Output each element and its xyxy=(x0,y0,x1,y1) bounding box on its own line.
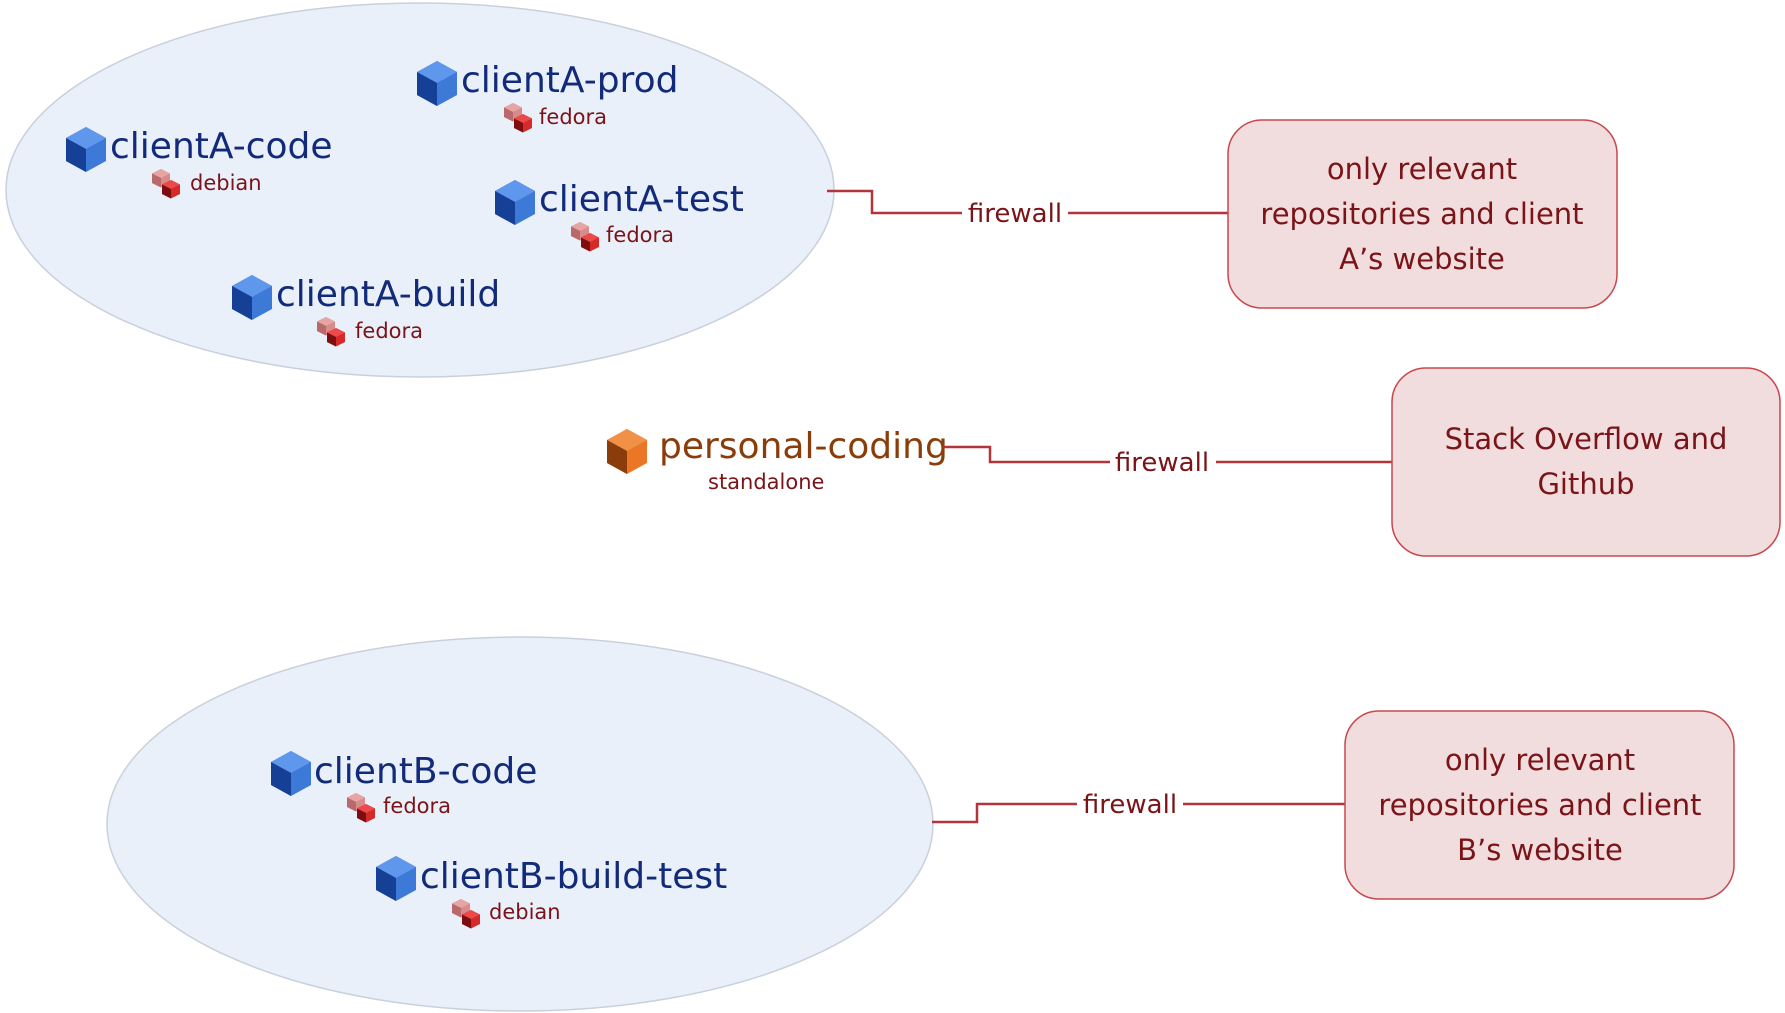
vm-template: fedora xyxy=(383,794,451,818)
firewall-connector-client-b: firewall xyxy=(932,788,1346,824)
vm-name: clientB-build-test xyxy=(420,856,727,897)
group-personal: personal-coding standalone firewall Stac… xyxy=(607,367,1781,557)
vm-name: clientA-test xyxy=(539,179,744,220)
firewall-label: firewall xyxy=(1083,790,1177,820)
standalone-cube-icon xyxy=(607,429,647,474)
network-text-line: repositories and client xyxy=(1378,788,1701,822)
network-text-line: B’s website xyxy=(1457,833,1623,867)
vm-clienta-code[interactable]: clientA-code debian xyxy=(66,126,333,199)
firewall-label: firewall xyxy=(1115,448,1209,478)
vm-template: standalone xyxy=(708,470,824,494)
vm-name: clientB-code xyxy=(314,751,537,792)
network-text-line: repositories and client xyxy=(1260,197,1583,231)
vm-name: clientA-build xyxy=(276,274,500,315)
vm-clientb-code[interactable]: clientB-code fedora xyxy=(271,751,537,823)
network-text-line: Stack Overflow and xyxy=(1445,422,1728,456)
vm-template: debian xyxy=(489,900,561,924)
network-text-line: Github xyxy=(1537,467,1634,501)
network-box-client-a: only relevant repositories and client A’… xyxy=(1227,119,1618,309)
group-client-b: clientB-code fedora clientB-build-test d… xyxy=(106,636,1735,1012)
vm-template: fedora xyxy=(606,223,674,247)
vm-clienta-test[interactable]: clientA-test fedora xyxy=(495,179,744,252)
vm-template: fedora xyxy=(355,319,423,343)
firewall-label: firewall xyxy=(968,199,1062,229)
firewall-connector-client-a: firewall xyxy=(827,189,1229,229)
vm-name: clientA-code xyxy=(110,126,333,167)
vm-clienta-prod[interactable]: clientA-prod fedora xyxy=(417,60,678,133)
vm-name: clientA-prod xyxy=(461,60,678,101)
vm-personal-coding[interactable]: personal-coding standalone xyxy=(607,426,948,494)
vm-clientb-build-test[interactable]: clientB-build-test debian xyxy=(376,856,727,929)
group-client-a: clientA-prod fedora clientA-code debian … xyxy=(5,2,1618,378)
vm-template: fedora xyxy=(539,105,607,129)
network-box-personal: Stack Overflow and Github xyxy=(1391,367,1781,557)
vm-clienta-build[interactable]: clientA-build fedora xyxy=(232,274,500,347)
vm-name: personal-coding xyxy=(659,426,948,467)
network-box-client-b: only relevant repositories and client B’… xyxy=(1344,710,1735,900)
client-b-domain-ellipse xyxy=(106,636,934,1012)
vm-template: debian xyxy=(190,171,262,195)
network-text-line: A’s website xyxy=(1339,242,1505,276)
network-text-line: only relevant xyxy=(1445,743,1635,777)
firewall-connector-personal: firewall xyxy=(943,445,1393,478)
network-text-line: only relevant xyxy=(1327,152,1517,186)
